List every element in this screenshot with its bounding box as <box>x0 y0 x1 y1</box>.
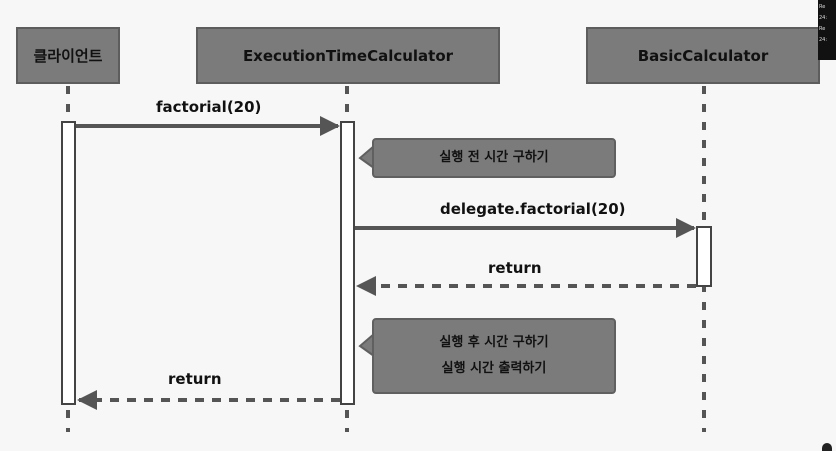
participant-client-label: 클라이언트 <box>33 47 103 65</box>
corner-line-4: 24: <box>819 37 828 43</box>
note-after: 실행 후 시간 구하기 실행 시간 출력하기 <box>372 318 616 394</box>
participant-basic-calculator: BasicCalculator <box>586 27 820 84</box>
activation-basic <box>696 226 712 287</box>
participant-client: 클라이언트 <box>16 27 120 84</box>
note-before-text: 실행 전 시간 구하기 <box>439 150 549 165</box>
activation-timer <box>340 121 355 405</box>
corner-line-2: 24: <box>819 15 828 21</box>
corner-overlay-panel: Re 24: Re 24: <box>818 0 836 60</box>
note-after-line2: 실행 시간 출력하기 <box>441 361 547 376</box>
participant-execution-time-calculator: ExecutionTimeCalculator <box>196 27 500 84</box>
participant-timer-label: ExecutionTimeCalculator <box>242 46 454 65</box>
note-before: 실행 전 시간 구하기 <box>372 138 616 178</box>
label-return-timer: return <box>168 370 222 388</box>
activation-client <box>61 121 76 405</box>
label-delegate-call: delegate.factorial(20) <box>440 200 626 218</box>
corner-dot-icon <box>822 443 832 451</box>
label-factorial-call: factorial(20) <box>156 98 262 116</box>
label-return-basic: return <box>488 259 542 277</box>
participant-basic-label: BasicCalculator <box>637 46 769 65</box>
corner-line-3: Re <box>819 26 826 32</box>
note-after-line1: 실행 후 시간 구하기 <box>439 335 549 350</box>
corner-line-1: Re <box>819 4 826 10</box>
